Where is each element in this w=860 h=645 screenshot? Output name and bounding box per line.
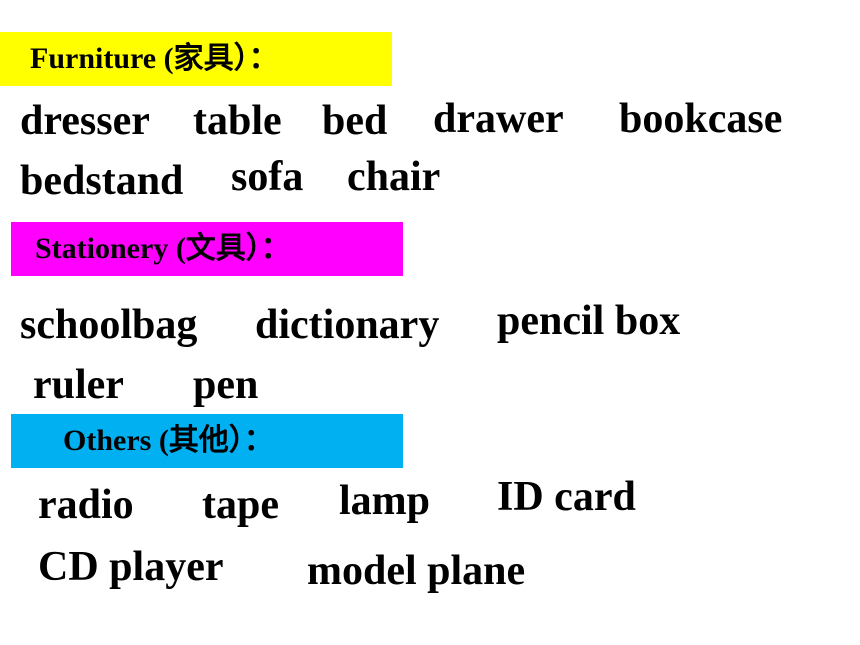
furniture-word-table: table <box>193 98 282 144</box>
furniture-word-bedstand: bedstand <box>20 158 184 204</box>
stationery-word-ruler: ruler <box>33 362 124 408</box>
furniture-word-drawer: drawer <box>433 96 564 142</box>
stationery-word-pencil-box: pencil box <box>497 298 681 344</box>
furniture-heading: Furniture (家具）： <box>30 42 279 75</box>
stationery-heading-band: Stationery (文具）： <box>11 222 403 276</box>
others-word-model-plane: model plane <box>307 548 526 594</box>
others-word-radio: radio <box>38 482 134 528</box>
furniture-heading-band: Furniture (家具）： <box>0 32 392 86</box>
others-heading-band: Others (其他）： <box>11 414 403 468</box>
furniture-word-dresser: dresser <box>20 98 150 144</box>
stationery-heading: Stationery (文具）： <box>35 232 291 265</box>
others-heading: Others (其他）： <box>63 424 274 457</box>
furniture-word-sofa: sofa <box>231 154 304 200</box>
furniture-word-chair: chair <box>347 154 441 200</box>
furniture-word-bed: bed <box>322 98 388 144</box>
stationery-word-schoolbag: schoolbag <box>20 302 198 348</box>
others-word-id-card: ID card <box>497 474 636 520</box>
others-word-tape: tape <box>202 482 279 528</box>
others-word-lamp: lamp <box>339 478 431 524</box>
stationery-word-dictionary: dictionary <box>255 302 440 348</box>
others-word-cd-player: CD player <box>38 544 224 590</box>
stationery-word-pen: pen <box>193 362 259 408</box>
furniture-word-bookcase: bookcase <box>619 96 783 142</box>
